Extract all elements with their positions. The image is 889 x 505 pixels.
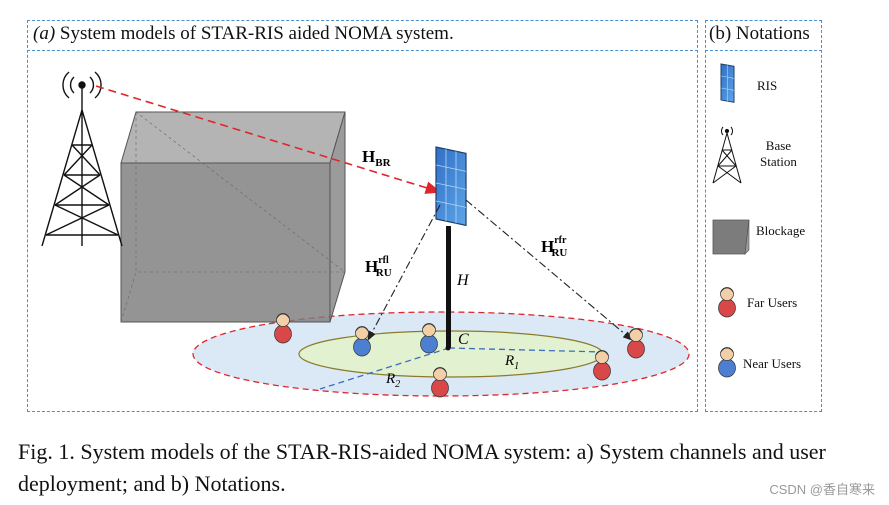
star-ris-panel bbox=[435, 146, 467, 227]
blockage-legend-icon bbox=[712, 219, 750, 255]
notation-far-users-label: Far Users bbox=[747, 295, 798, 310]
near-user bbox=[420, 323, 438, 354]
notation-ris-label: RIS bbox=[757, 78, 778, 93]
figure-caption: Fig. 1. System models of the STAR-RIS-ai… bbox=[18, 439, 826, 496]
label-center: C bbox=[458, 331, 469, 348]
far-user bbox=[274, 313, 292, 344]
base-station-legend-icon bbox=[712, 126, 742, 184]
panel-a-label: (a) bbox=[33, 23, 56, 44]
panel-notations bbox=[705, 20, 822, 412]
link-ris-reflection bbox=[367, 204, 441, 341]
ris-pole bbox=[446, 226, 451, 348]
far-user bbox=[627, 328, 645, 359]
panel-b-title-divider bbox=[705, 50, 822, 51]
notation-near-users-label: Near Users bbox=[743, 356, 802, 371]
panel-a-title-divider bbox=[27, 50, 698, 51]
near-user-legend-icon bbox=[718, 347, 736, 378]
far-user bbox=[431, 367, 449, 398]
panel-b-title-text: Notations bbox=[735, 23, 810, 44]
blockage-wall bbox=[120, 111, 346, 323]
notation-blockage-label: Blockage bbox=[756, 223, 806, 238]
panel-a-title: (a) System models of STAR-RIS aided NOMA… bbox=[33, 23, 454, 45]
link-ris-refraction bbox=[465, 199, 633, 341]
panel-system-model bbox=[27, 20, 698, 412]
panel-a-title-text: System models of STAR-RIS aided NOMA sys… bbox=[59, 23, 454, 44]
far-user bbox=[593, 350, 611, 381]
radius-r1-line bbox=[448, 347, 604, 353]
panel-b-title: (b) Notations bbox=[709, 23, 810, 45]
near-user bbox=[353, 326, 371, 357]
label-r2: R2 bbox=[385, 371, 400, 390]
base-station-icon bbox=[41, 71, 123, 247]
label-height: H bbox=[456, 272, 470, 289]
ris-legend-icon bbox=[720, 63, 735, 103]
link-bs-to-ris bbox=[95, 85, 442, 194]
far-user-legend-icon bbox=[718, 287, 736, 318]
label-r1: R1 bbox=[504, 353, 519, 372]
radius-r2-line bbox=[319, 347, 450, 390]
watermark: CSDN @香自寒来 bbox=[769, 482, 875, 497]
label-h-br: HBR bbox=[362, 147, 392, 169]
panel-b-label: (b) bbox=[709, 23, 732, 44]
